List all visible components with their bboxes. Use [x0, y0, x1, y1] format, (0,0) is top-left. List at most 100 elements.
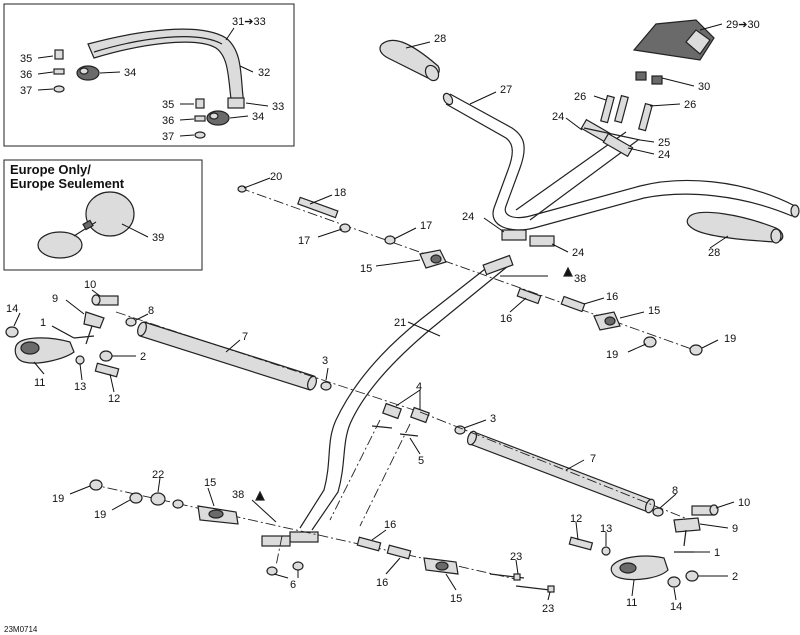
cover-screw-30b — [651, 75, 663, 85]
support-rod-18 — [297, 196, 339, 219]
boot-10b-end — [709, 504, 719, 516]
washer-17b — [384, 235, 396, 245]
clamp-34a-hole — [79, 67, 89, 75]
leader-16d — [385, 557, 401, 575]
label-24c: 24 — [462, 211, 474, 223]
label-39: 39 — [152, 232, 164, 244]
leader-14b — [673, 587, 677, 601]
handlebar-cover-logo — [685, 29, 711, 55]
sleeve-16a — [516, 287, 542, 305]
leader-11a — [33, 361, 45, 375]
washer-1a — [73, 335, 95, 339]
sleeve-16b — [560, 295, 586, 313]
label-3a: 3 — [322, 355, 328, 367]
leader-28b — [709, 235, 729, 249]
label-30: 30 — [698, 81, 710, 93]
column-bracket-bottom-2 — [261, 535, 291, 547]
axis-upper-support — [239, 187, 701, 353]
tie-rod-7a-end — [137, 321, 147, 337]
bolt-26b — [614, 94, 629, 124]
label-17b: 17 — [420, 220, 432, 232]
bushing-15d-hole — [435, 561, 449, 571]
label-16b: 16 — [606, 291, 618, 303]
axis-4a — [329, 419, 381, 521]
handguard-inset-frame — [3, 3, 295, 147]
label-24d: 24 — [572, 247, 584, 259]
handlebar-right-end — [790, 204, 800, 218]
label-33: 33 — [272, 101, 284, 113]
axis-6 — [275, 535, 283, 567]
label-38b: 38 — [232, 489, 244, 501]
leader-30 — [661, 77, 695, 87]
leader-7b — [565, 459, 585, 471]
label-2b: 2 — [732, 571, 738, 583]
leader-24d — [551, 243, 569, 253]
bolt-26c — [638, 102, 653, 132]
bolt-12a — [94, 362, 120, 378]
label-16a: 16 — [500, 313, 512, 325]
clamp-34b-hole — [209, 112, 219, 120]
spacer-22 — [172, 499, 184, 509]
leader-18 — [309, 194, 333, 205]
label-37b: 37 — [162, 131, 174, 143]
leader-19b — [701, 339, 719, 349]
label-34a: 34 — [124, 67, 136, 79]
label-37a: 37 — [20, 85, 32, 97]
mirror-mount — [82, 219, 94, 231]
riser-clamp-24b — [602, 132, 634, 158]
label-14b: 14 — [670, 601, 682, 613]
handlebar-bottom-edge — [445, 103, 793, 231]
leader-23a — [515, 559, 519, 575]
leader-6a — [273, 573, 289, 579]
label-20: 20 — [270, 171, 282, 183]
column-bracket-bottom — [289, 531, 319, 543]
drop-38a — [563, 266, 573, 277]
leader-36b — [179, 118, 195, 121]
leader-29-30 — [699, 23, 723, 31]
leader-15d — [445, 573, 457, 591]
label-26b: 26 — [684, 99, 696, 111]
ball-joint-9b-stud — [683, 529, 687, 547]
ball-joint-9a-stud — [85, 325, 93, 345]
nut-37a — [53, 85, 65, 93]
steering-arm-11b — [610, 555, 669, 581]
label-35b: 35 — [162, 99, 174, 111]
leader-20 — [243, 177, 271, 189]
leader-34b — [229, 115, 249, 119]
label-1b: 1 — [714, 547, 720, 559]
leader-37a — [37, 88, 54, 91]
mirror-head — [37, 231, 83, 259]
label-23a: 23 — [510, 551, 522, 563]
bolt-23b — [515, 585, 551, 591]
washer-13b — [601, 546, 611, 556]
hand-guard — [87, 28, 245, 107]
europe-inset-frame — [3, 159, 203, 271]
leader-35a — [37, 55, 54, 59]
label-12a: 12 — [108, 393, 120, 405]
handlebar-brace-b — [529, 139, 639, 221]
washer-5a — [371, 425, 393, 429]
riser-clamp-24c — [501, 229, 527, 241]
nut-14b — [667, 576, 681, 588]
tie-rod-7b-end — [466, 430, 478, 446]
label-10a: 10 — [84, 279, 96, 291]
steering-column-left — [299, 261, 495, 529]
sleeve-16c — [356, 536, 382, 552]
label-28a: 28 — [434, 33, 446, 45]
tie-rod-7a — [139, 321, 315, 391]
plate-25 — [583, 127, 641, 141]
label-25: 25 — [658, 137, 670, 149]
nut-2a — [99, 350, 113, 362]
tie-rod-7a-end2 — [307, 375, 317, 391]
leader-27 — [469, 91, 497, 105]
leader-37b — [179, 134, 195, 137]
label-24b: 24 — [658, 149, 670, 161]
leader-28a — [405, 41, 431, 49]
nut-19a — [643, 336, 657, 348]
leader-16b — [583, 297, 605, 305]
label-19b: 19 — [724, 333, 736, 345]
washer-22 — [150, 492, 166, 506]
europe-note-line1: Europe Only/ — [10, 162, 91, 177]
label-9a: 9 — [52, 293, 58, 305]
